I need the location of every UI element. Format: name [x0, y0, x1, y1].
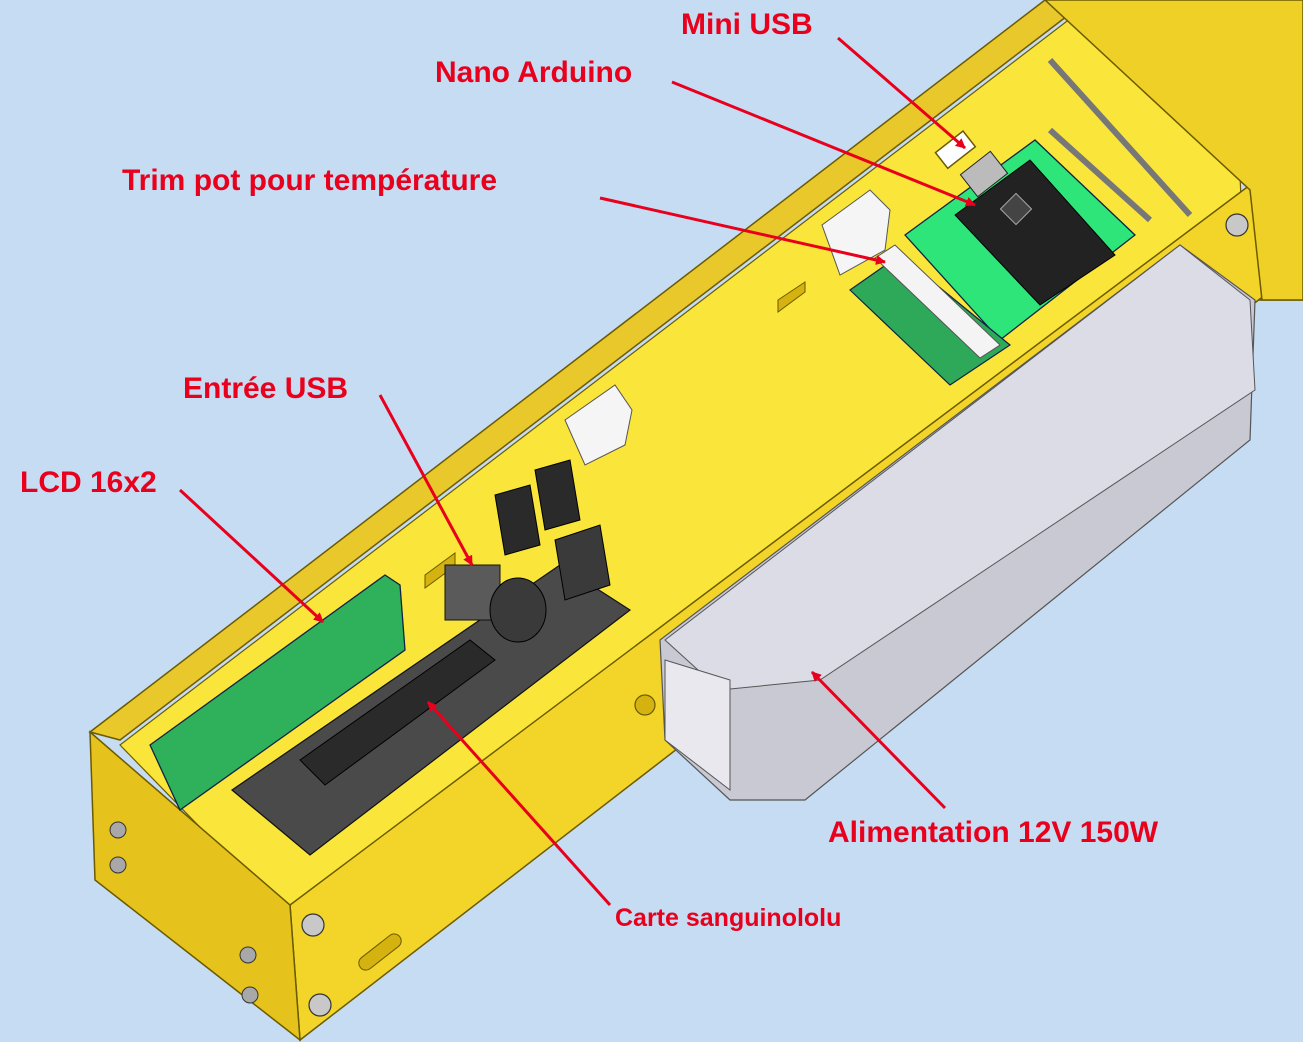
nano-arduino-leader [671, 80, 976, 207]
wall-slot [777, 281, 806, 313]
trim-pot-leader [599, 196, 886, 265]
label-nano-arduino: Nano Arduino [435, 56, 633, 89]
alimentation-leader [810, 670, 947, 810]
nano-arduino [904, 139, 1136, 341]
front-slot [358, 933, 402, 971]
screw-hole [239, 946, 257, 964]
label-carte: Carte sanguinololu [615, 904, 842, 932]
label-entree-usb: Entrée USB [183, 372, 349, 405]
screw-hole [241, 986, 259, 1004]
nut [308, 993, 332, 1017]
brackets [564, 189, 891, 466]
leader-lines [178, 36, 976, 907]
screw-hole [109, 821, 127, 839]
right-end-wall [1043, 0, 1303, 301]
carte-leader [426, 700, 612, 907]
nut [1225, 213, 1249, 237]
threaded-rods [1047, 57, 1193, 223]
label-trim-pot: Trim pot pour température [122, 164, 498, 197]
label-mini-usb: Mini USB [681, 8, 813, 41]
power-supply [659, 244, 1256, 801]
screw-hole [109, 856, 127, 874]
label-lcd: LCD 16x2 [20, 466, 157, 499]
screw-hole [634, 694, 656, 716]
lcd-16x2 [149, 574, 406, 811]
trim-pot-board [849, 244, 1012, 386]
label-alimentation: Alimentation 12V 150W [828, 816, 1159, 849]
nut [301, 913, 325, 937]
mini-usb-leader [837, 36, 966, 150]
lcd-leader [178, 488, 325, 624]
entree-usb-leader [378, 394, 474, 566]
